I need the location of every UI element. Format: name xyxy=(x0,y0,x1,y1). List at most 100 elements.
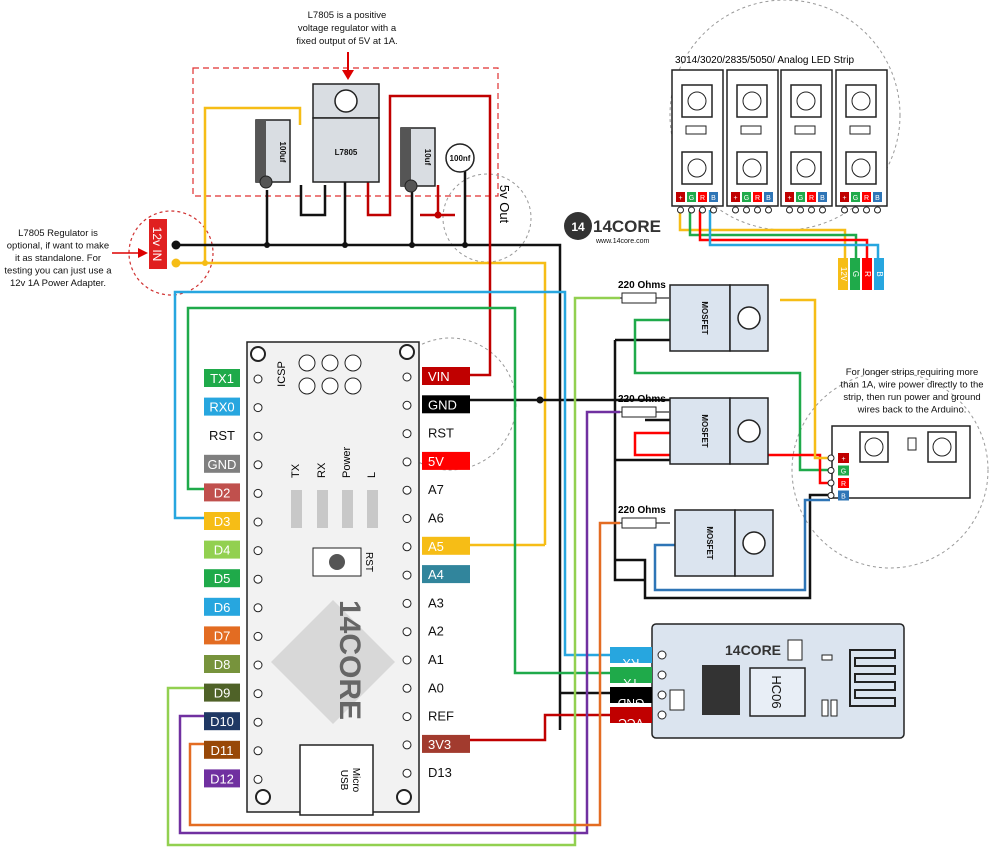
right-pin-label: A0 xyxy=(428,680,444,695)
mosfet-1: MOSFET xyxy=(669,284,769,352)
strip-pin-label: R xyxy=(700,195,705,202)
left-pin-label: D5 xyxy=(214,571,231,586)
cap-ceramic-label: 100nf xyxy=(450,154,471,163)
resistor-2: 220 Ohms xyxy=(618,394,670,418)
strip-end-pin-label: + xyxy=(841,456,845,463)
note-line: testing you can just use a xyxy=(4,266,112,277)
right-pin-a1: A1 xyxy=(402,652,444,667)
strip-pin-label: B xyxy=(711,195,716,202)
led-power-label: Power xyxy=(341,446,353,478)
right-pin-label: GND xyxy=(428,397,457,412)
left-pin-d12: D12 xyxy=(204,769,263,788)
left-pin-d8: D8 xyxy=(204,655,263,673)
vout-label: 5v Out xyxy=(497,185,512,224)
strip-tail-label: B xyxy=(875,271,884,276)
strip-pin-label: + xyxy=(842,195,846,202)
strip-pin-label: B xyxy=(820,195,825,202)
left-pin-d3: D3 xyxy=(204,512,263,530)
right-pin-label: RST xyxy=(428,426,454,441)
cap-100uf: 100uf xyxy=(255,119,291,189)
strip-pin-label: + xyxy=(733,195,737,202)
left-pin-d11: D11 xyxy=(204,740,263,759)
strip-end-pin-2: R xyxy=(827,478,849,488)
right-pin-label: VIN xyxy=(428,369,450,384)
note-line: wires back to the Arduino. xyxy=(857,405,967,416)
left-pin-rx0: RX0 xyxy=(204,397,263,416)
regulator-label: L7805 xyxy=(335,148,358,157)
strip-tail-b: B xyxy=(874,258,884,290)
brand-logo: 14 14CORE www.14core.com xyxy=(564,212,661,245)
bt-module-label: HC06 xyxy=(769,675,784,708)
power-in-label: 12v IN xyxy=(150,227,164,262)
brand-logo-url: www.14core.com xyxy=(595,238,649,245)
strip-end-pin-label: B xyxy=(841,494,846,501)
note-line: strip, then run power and ground xyxy=(843,392,980,403)
left-pin-d2: D2 xyxy=(204,483,263,502)
left-pin-d10: D10 xyxy=(204,712,263,731)
right-pin-a0: A0 xyxy=(402,680,444,695)
note-line: fixed output of 5V at 1A. xyxy=(296,36,397,47)
hc06-module: HC06 14CORE xyxy=(651,623,905,739)
resistor-label: 220 Ohms xyxy=(618,505,666,516)
bt-pin-tx: TX xyxy=(610,667,667,690)
resistor-label: 220 Ohms xyxy=(618,394,666,405)
right-pin-label: A1 xyxy=(428,652,444,667)
left-pin-rst: RST xyxy=(209,428,263,443)
right-pin-ref: REF xyxy=(402,709,454,724)
right-pin-a4: A4 xyxy=(402,565,470,584)
bt-pin-label: VCC xyxy=(618,716,644,730)
strip-pin-label: R xyxy=(809,195,814,202)
right-pin-d13: D13 xyxy=(402,765,452,780)
cap-left-label: 100uf xyxy=(278,142,287,163)
strip-end-segment xyxy=(831,425,971,499)
note-line: 12v 1A Power Adapter. xyxy=(10,278,106,289)
power-in-block xyxy=(149,219,167,269)
mosfet-3: MOSFET xyxy=(674,509,774,577)
strip-tail-label: G xyxy=(851,271,860,277)
rst-button-label: RST xyxy=(363,552,374,572)
strip-tail-label: 12V xyxy=(839,267,848,282)
strip-pin-label: G xyxy=(798,195,803,202)
left-pin-label: RX0 xyxy=(209,400,234,415)
strip-end-pins: + GRB xyxy=(827,453,849,501)
left-pin-label: D7 xyxy=(214,628,231,643)
strip-end-pin-label: G xyxy=(841,469,846,476)
strip-pin-label: R xyxy=(755,195,760,202)
strip-end-pin-0: + xyxy=(827,453,849,463)
mosfet-label: MOSFET xyxy=(705,526,714,559)
note-line: L7805 is a positive xyxy=(308,10,387,21)
svg-text:14: 14 xyxy=(571,220,585,234)
strip-pin-label: + xyxy=(678,195,682,202)
left-pin-gnd: GND xyxy=(204,454,263,473)
strip-pin-label: + xyxy=(787,195,791,202)
strip-end-pin-3: B xyxy=(827,490,849,501)
left-pin-d6: D6 xyxy=(204,597,263,616)
right-pin-label: D13 xyxy=(428,765,452,780)
note-line: than 1A, wire power directly to the xyxy=(840,380,983,391)
strip-tail-label: R xyxy=(863,271,872,277)
right-pin-label: A4 xyxy=(428,567,444,582)
led-l-label: L xyxy=(366,472,378,478)
right-pin-label: 3V3 xyxy=(428,737,451,752)
left-pin-label: D6 xyxy=(214,600,231,615)
left-pin-label: D9 xyxy=(214,686,231,701)
cap-100nf: 100nf xyxy=(445,143,475,173)
left-pin-label: RST xyxy=(209,428,235,443)
strip-pin-label: G xyxy=(744,195,749,202)
note-line: it as standalone. For xyxy=(15,253,101,264)
bt-pin-rx: RX xyxy=(610,647,667,670)
left-pin-d9: D9 xyxy=(204,683,263,702)
strip-pin-label: B xyxy=(875,195,880,202)
board-logo: 14CORE xyxy=(333,600,366,720)
wires xyxy=(166,94,880,847)
